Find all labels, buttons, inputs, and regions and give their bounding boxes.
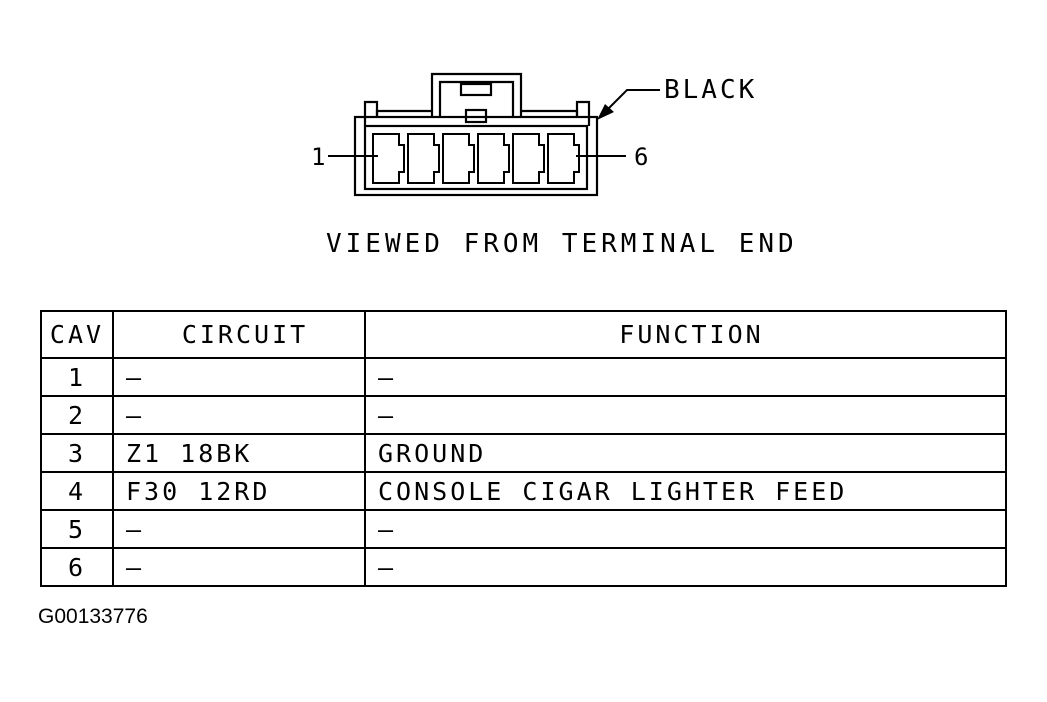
connector-left-ear	[363, 100, 379, 126]
connector-drawing	[328, 72, 660, 197]
connector-color-label: BLACK	[664, 75, 758, 105]
table-header-row: CAV CIRCUIT FUNCTION	[40, 310, 1007, 359]
connector-cavities	[372, 133, 580, 184]
view-caption: VIEWED FROM TERMINAL END	[326, 229, 798, 259]
cell-circuit: —	[112, 509, 366, 549]
cavity-2	[407, 133, 440, 184]
cavity-4	[477, 133, 510, 184]
cell-circuit: F30 12RD	[112, 471, 366, 511]
cell-cav: 1	[40, 357, 114, 397]
table-row: 6 — —	[40, 547, 1007, 587]
cavity-5	[512, 133, 545, 184]
table-row: 2 — —	[40, 395, 1007, 435]
connector-housing-inner	[363, 124, 589, 191]
cavity-6	[547, 133, 580, 184]
cell-function: —	[364, 357, 1007, 397]
cell-function: —	[364, 395, 1007, 435]
black-leader-arrowhead	[597, 104, 614, 120]
black-leader	[603, 89, 660, 114]
table-row: 3 Z1 18BK GROUND	[40, 433, 1007, 473]
cell-function: —	[364, 509, 1007, 549]
header-function: FUNCTION	[364, 310, 1007, 359]
cell-cav: 3	[40, 433, 114, 473]
table-row: 4 F30 12RD CONSOLE CIGAR LIGHTER FEED	[40, 471, 1007, 511]
cell-circuit: —	[112, 395, 366, 435]
connector-right-ear	[575, 100, 591, 126]
cell-cav: 2	[40, 395, 114, 435]
table-row: 5 — —	[40, 509, 1007, 549]
image-id-label: G00133776	[38, 605, 148, 628]
pin-6-label: 6	[634, 143, 652, 171]
pinout-table: CAV CIRCUIT FUNCTION 1 — — 2 — — 3 Z1 18…	[40, 310, 1007, 587]
cell-circuit: —	[112, 547, 366, 587]
cell-circuit: —	[112, 357, 366, 397]
header-cav: CAV	[40, 310, 114, 359]
cell-circuit: Z1 18BK	[112, 433, 366, 473]
cell-cav: 4	[40, 471, 114, 511]
cell-function: CONSOLE CIGAR LIGHTER FEED	[364, 471, 1007, 511]
cavity-3	[442, 133, 475, 184]
table-row: 1 — —	[40, 357, 1007, 397]
cell-function: —	[364, 547, 1007, 587]
connector-latch	[430, 72, 523, 117]
cell-function: GROUND	[364, 433, 1007, 473]
cell-cav: 5	[40, 509, 114, 549]
cell-cav: 6	[40, 547, 114, 587]
pin-1-label: 1	[311, 143, 329, 171]
cavity-1	[372, 133, 405, 184]
header-circuit: CIRCUIT	[112, 310, 366, 359]
